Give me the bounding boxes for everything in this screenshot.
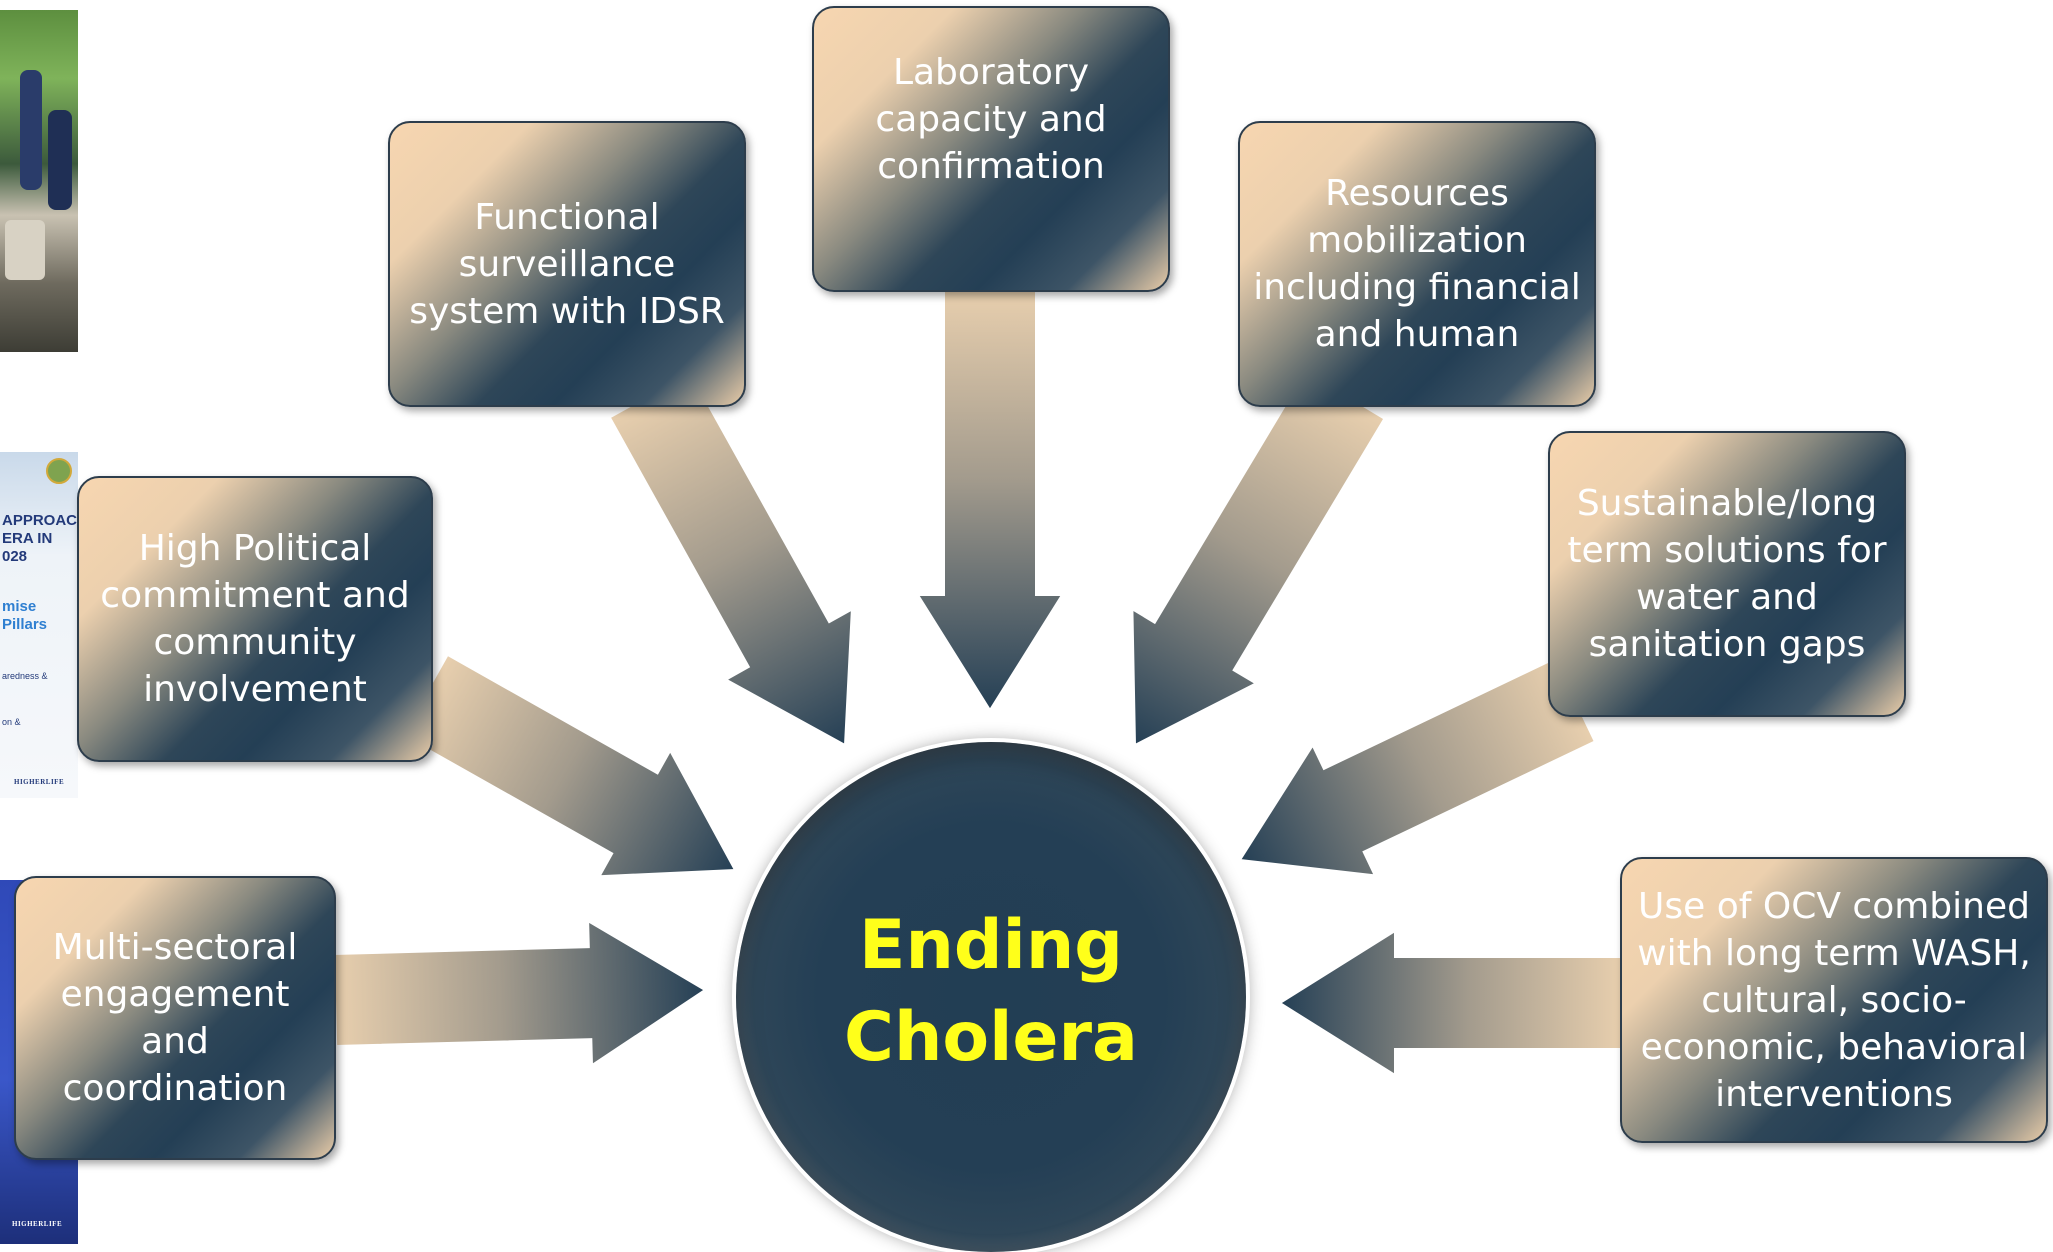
poster-text: aredness &: [2, 671, 48, 681]
box-line: Resources: [1325, 173, 1509, 214]
box-line: economic, behavioral: [1640, 1026, 2028, 1068]
box-line: capacity and: [875, 98, 1107, 140]
poster-text: on &: [2, 717, 21, 727]
box-ocv: Use of OCV combined with long term WASH,…: [1620, 857, 2048, 1143]
box-line: including financial: [1253, 267, 1581, 308]
box-line: sanitation gaps: [1588, 624, 1866, 665]
arrow-from-ocv: [1278, 929, 1623, 1077]
box-line: involvement: [143, 669, 367, 710]
box-multisectoral: Multi-sectoral engagement and coordinati…: [14, 876, 336, 1160]
box-surveillance: Functional surveillance system with IDSR: [388, 121, 746, 407]
poster-text: Pillars: [2, 616, 48, 633]
box-political: High Political commitment and community …: [77, 476, 433, 762]
box-line: water and: [1636, 577, 1818, 618]
box-line: confirmation: [877, 145, 1105, 187]
box-line: Laboratory: [892, 51, 1090, 93]
photo-figure: [20, 70, 42, 190]
side-photo-people: [0, 10, 78, 352]
photo-figure: [5, 220, 45, 280]
arrow-from-sustainable: [1238, 657, 1597, 877]
box-line: High Political: [138, 528, 372, 569]
arrow-from-surveillance: [608, 371, 853, 747]
box-line: surveillance: [458, 243, 676, 285]
box-line: system with IDSR: [409, 290, 725, 332]
box-laboratory: Laboratory capacity and confirmation: [812, 6, 1170, 292]
box-line: commitment and: [100, 575, 410, 616]
box-line: engagement and: [60, 974, 290, 1062]
center-label-line: Ending: [859, 906, 1123, 985]
photo-figure: [48, 110, 72, 210]
box-line: cultural, socio-: [1701, 979, 1967, 1021]
poster-text: 028: [2, 548, 28, 565]
box-line: community: [153, 622, 357, 663]
poster-text: mise: [2, 598, 37, 615]
arrow-from-resources: [1131, 369, 1386, 747]
logo-text: HIGHERLIFE: [12, 1220, 63, 1228]
arrow-from-laboratory: [916, 289, 1064, 712]
box-sustainable: Sustainable/long term solutions for wate…: [1548, 431, 1906, 717]
center-circle: Ending Cholera: [736, 742, 1246, 1252]
box-line: and human: [1314, 314, 1520, 355]
box-line: mobilization: [1307, 220, 1527, 261]
box-resources: Resources mobilization including financi…: [1238, 121, 1596, 407]
center-label-line: Cholera: [844, 998, 1138, 1077]
side-poster: APPROACH ERA IN 028 mise Pillars arednes…: [0, 452, 78, 798]
poster-text: ERA IN: [2, 530, 53, 547]
box-line: coordination: [62, 1068, 288, 1109]
poster-text: APPROACH: [2, 512, 78, 529]
box-line: interventions: [1715, 1073, 1953, 1115]
arrow-from-multisectoral: [332, 919, 707, 1067]
box-line: with long term WASH,: [1637, 932, 2031, 974]
box-line: Functional: [474, 196, 660, 238]
emblem-icon: [46, 458, 72, 484]
arrow-from-political: [401, 653, 737, 878]
logo-text: HIGHERLIFE: [14, 778, 65, 786]
box-line: Sustainable/long: [1576, 483, 1878, 524]
box-line: Multi-sectoral: [52, 927, 298, 968]
box-line: term solutions for: [1567, 530, 1887, 571]
box-line: Use of OCV combined: [1638, 885, 2030, 927]
